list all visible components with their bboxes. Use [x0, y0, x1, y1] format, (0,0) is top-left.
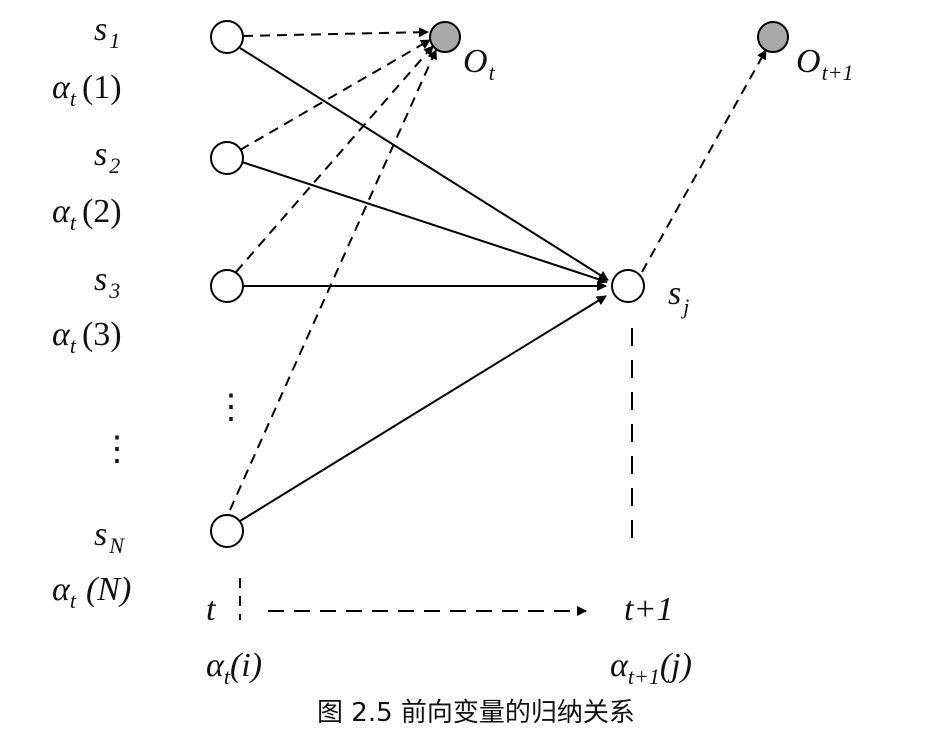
transition-edges [239, 47, 609, 522]
vdots-labels: ⋮ [100, 431, 134, 468]
state-labels: s1 αt(1) s2 αt(2) s3 αt(3) sN αt(N) [52, 11, 131, 613]
edge-sN-sj [239, 295, 607, 522]
edge-s1-sj [239, 47, 609, 281]
node-s3 [210, 269, 244, 303]
label-sN: sN [94, 516, 125, 558]
label-alpha-2: αt(2) [52, 193, 122, 235]
label-s2: s2 [94, 136, 120, 178]
label-alpha-t1j: αt+1(j) [610, 647, 692, 689]
label-ot1: Ot+1 [796, 43, 854, 85]
observation-nodes [429, 21, 789, 53]
label-time-t1: t+1 [624, 591, 673, 628]
vdots-nodes: ⋮ [214, 389, 248, 426]
state-nodes [210, 20, 645, 548]
label-ot: Ot [463, 43, 496, 85]
emission-edges [229, 27, 767, 511]
emission-sN-ot [229, 49, 437, 511]
figure-caption: 图 2.5 前向变量的归纳关系 [317, 698, 635, 728]
label-time-t: t [206, 591, 217, 628]
node-sj [611, 269, 645, 303]
emission-s1-ot [242, 27, 429, 38]
emission-sj-ot1 [641, 49, 767, 273]
edge-s2-sj [241, 161, 608, 284]
emission-s2-ot [239, 39, 431, 151]
label-alpha-1: αt(1) [52, 69, 122, 111]
node-sN [210, 514, 244, 548]
node-ot1 [757, 21, 789, 53]
label-alpha-ti: αt(i) [206, 647, 262, 689]
node-ot [429, 21, 461, 53]
label-alpha-3: αt(3) [52, 316, 122, 358]
label-sj: sj [668, 275, 689, 319]
forward-variable-diagram: s1 αt(1) s2 αt(2) s3 αt(3) sN αt(N) ⋮ ⋮ … [52, 11, 854, 689]
label-alpha-N: αt(N) [52, 571, 131, 613]
node-s2 [210, 141, 244, 175]
emission-s3-ot [235, 45, 434, 273]
label-s3: s3 [94, 261, 120, 303]
label-s1: s1 [94, 11, 120, 53]
node-s1 [210, 20, 244, 54]
